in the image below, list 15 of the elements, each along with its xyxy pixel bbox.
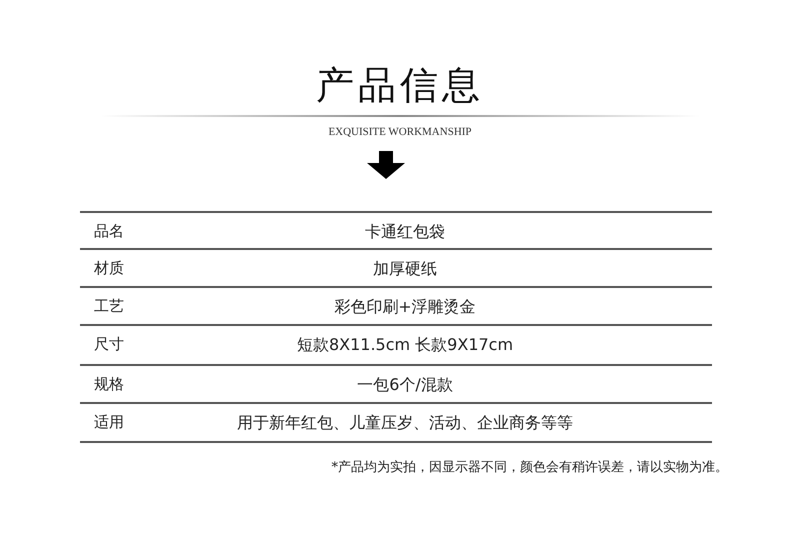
row-value: 卡通红包袋	[364, 223, 446, 241]
title: 产品信息	[315, 62, 485, 108]
row-value: 一包6个/混款	[356, 376, 454, 394]
row-label: 尺寸	[94, 335, 124, 353]
row-value: 短款8X11.5cm 长款9X17cm	[296, 336, 514, 354]
row-label: 规格	[94, 375, 124, 393]
footnote: *产品均为实拍，因显示器不同，颜色会有稍许误差，请以实物为准。	[330, 459, 728, 477]
row-label: 工艺	[94, 297, 124, 315]
row-label: 适用	[94, 413, 124, 431]
row-value: 用于新年红包、儿童压岁、活动、企业商务等等	[236, 414, 574, 432]
row-value: 加厚硬纸	[372, 260, 438, 278]
row-value: 彩色印刷+浮雕烫金	[333, 298, 477, 316]
row-label: 品名	[94, 222, 124, 240]
row-label: 材质	[94, 259, 124, 277]
subtitle: EXQUISITE WORKMANSHIP	[327, 125, 473, 140]
